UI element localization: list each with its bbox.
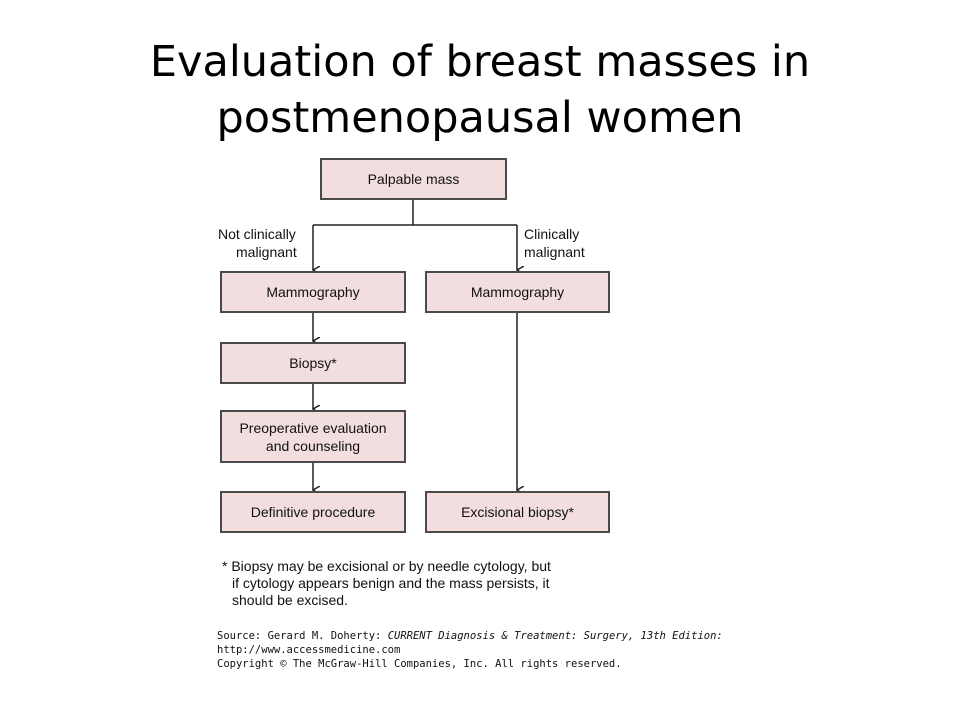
footnote-line-2: if cytology appears benign and the mass … <box>232 575 550 591</box>
node-mammography-right-label: Mammography <box>470 284 565 300</box>
credit-url: http://www.accessmedicine.com <box>217 644 401 656</box>
node-excisional-biopsy-label: Excisional biopsy* <box>461 504 574 520</box>
title-line-2: postmenopausal women <box>216 93 744 143</box>
credit-source-prefix: Source: Gerard M. Doherty: <box>217 630 388 642</box>
edge-label-malignant-line2: malignant <box>524 244 585 260</box>
node-preoperative-evaluation: Preoperative evaluation and counseling <box>220 410 406 463</box>
edge-label-not-clinically-malignant: Not clinically malignant <box>218 225 338 261</box>
node-biopsy: Biopsy* <box>220 342 406 384</box>
node-excisional-biopsy: Excisional biopsy* <box>425 491 610 533</box>
node-preop-line2: and counseling <box>265 437 361 454</box>
credit-source-title: CURRENT Diagnosis & Treatment: Surgery, … <box>387 630 723 642</box>
node-definitive-procedure-label: Definitive procedure <box>250 504 376 520</box>
node-definitive-procedure: Definitive procedure <box>220 491 406 533</box>
node-mammography-left-label: Mammography <box>266 284 360 300</box>
node-preop-line1: Preoperative evaluation <box>239 419 387 436</box>
footnote-line-3: should be excised. <box>232 592 348 608</box>
footnote: * Biopsy may be excisional or by needle … <box>222 558 622 609</box>
node-mammography-right: Mammography <box>425 271 610 313</box>
node-palpable-mass: Palpable mass <box>320 158 507 200</box>
credit-copyright: Copyright © The McGraw-Hill Companies, I… <box>217 658 622 670</box>
edge-label-not-malignant-line2: malignant <box>236 244 297 260</box>
credit-source-line: Source: Gerard M. Doherty: CURRENT Diagn… <box>217 629 777 643</box>
footnote-line-1: * Biopsy may be excisional or by needle … <box>222 558 551 574</box>
slide-title: Evaluation of breast masses in postmenop… <box>0 34 960 146</box>
edge-label-clinically-malignant: Clinically malignant <box>524 225 624 261</box>
edge-label-not-malignant-line1: Not clinically <box>218 226 296 242</box>
node-palpable-mass-label: Palpable mass <box>367 171 460 187</box>
source-credit: Source: Gerard M. Doherty: CURRENT Diagn… <box>217 629 777 671</box>
title-line-1: Evaluation of breast masses in <box>149 37 811 87</box>
node-mammography-left: Mammography <box>220 271 406 313</box>
node-biopsy-label: Biopsy* <box>289 355 337 371</box>
edge-label-malignant-line1: Clinically <box>524 226 580 242</box>
